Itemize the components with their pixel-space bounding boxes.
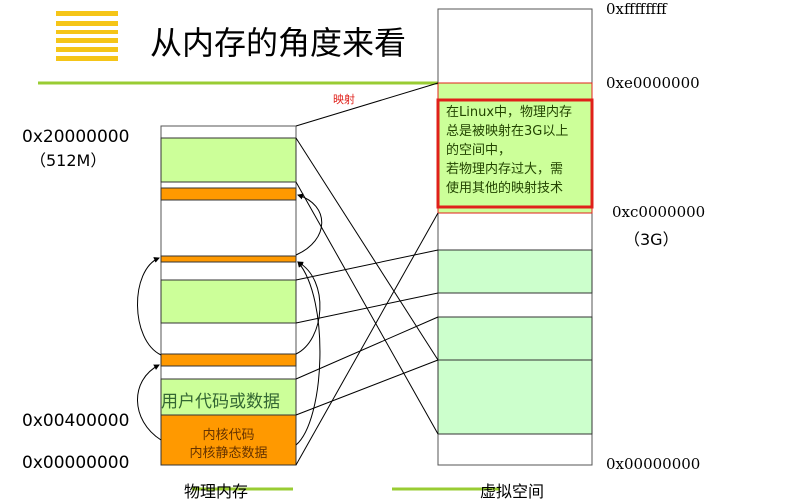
linux-note: 在Linux中，物理内存 总是被映射在3G以上 的空间中， 若物理内存过大，需 … bbox=[446, 103, 572, 198]
physical-memory-label: 物理内存 bbox=[184, 482, 249, 501]
virt-addr-e: 0xe0000000 bbox=[606, 74, 700, 92]
note-line: 使用其他的映射技术 bbox=[446, 181, 564, 196]
logo-icon bbox=[56, 11, 118, 61]
phys-addr-mid: 0x00400000 bbox=[22, 411, 130, 431]
phys-addr-bottom: 0x00000000 bbox=[22, 453, 130, 473]
virt-size: （3G） bbox=[624, 230, 679, 249]
virtual-space-column bbox=[436, 8, 594, 466]
mapping-label: 映射 bbox=[333, 93, 355, 106]
virt-addr-c: 0xc0000000 bbox=[612, 203, 706, 221]
phys-size: （512M） bbox=[30, 151, 107, 170]
note-line: 若物理内存过大，需 bbox=[446, 162, 564, 177]
pointer-arcs bbox=[137, 193, 323, 446]
page-title: 从内存的角度来看 bbox=[150, 24, 407, 62]
user-block-label: 用户代码或数据 bbox=[161, 392, 280, 412]
physical-memory-column bbox=[160, 125, 297, 466]
mapping-lines bbox=[295, 82, 439, 466]
virtual-space-label: 虚拟空间 bbox=[480, 482, 545, 501]
note-line: 在Linux中，物理内存 bbox=[446, 105, 573, 120]
virt-addr-top: 0xffffffff bbox=[606, 0, 667, 18]
virt-addr-bottom: 0x00000000 bbox=[606, 455, 701, 473]
phys-addr-top: 0x20000000 bbox=[22, 127, 130, 147]
note-line: 的空间中， bbox=[446, 143, 512, 158]
note-line: 总是被映射在3G以上 bbox=[446, 124, 569, 139]
kernel-data-label: 内核静态数据 bbox=[189, 446, 268, 461]
kernel-code-label: 内核代码 bbox=[202, 428, 255, 443]
